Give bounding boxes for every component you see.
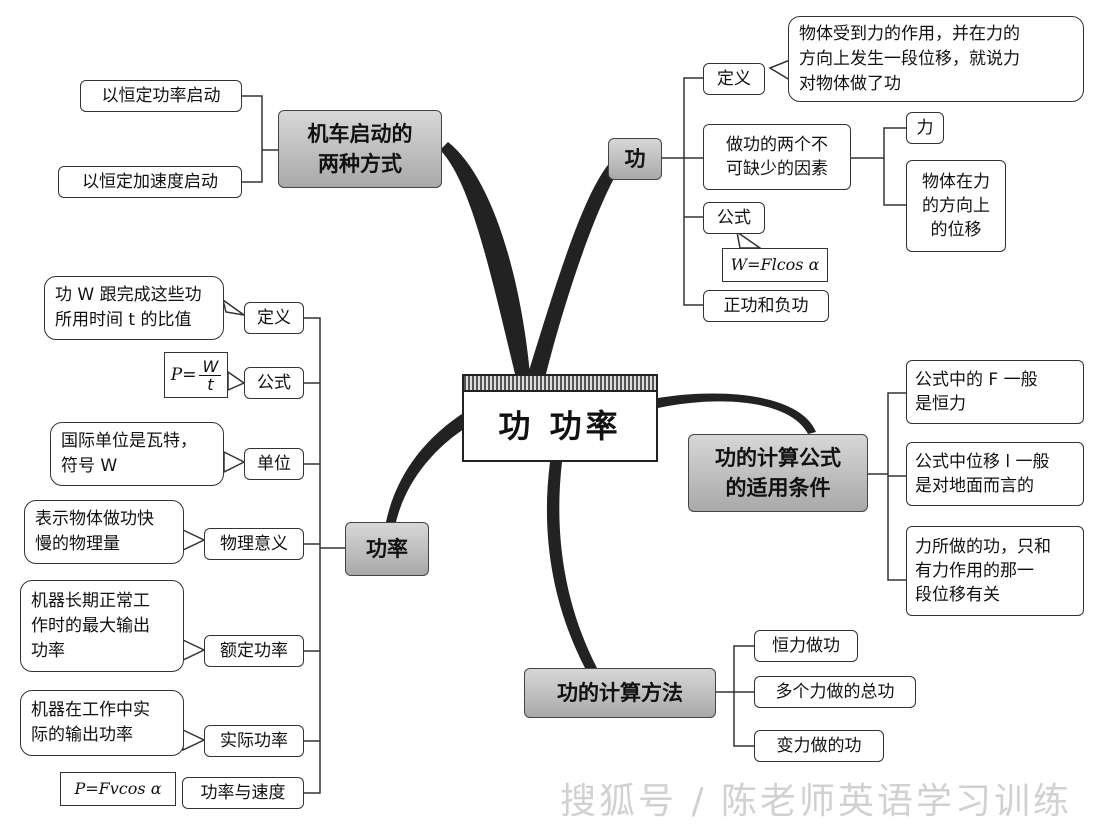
power-unit-line2: 符号 W — [61, 456, 118, 476]
branch-conditions-title-line2: 的适用条件 — [725, 476, 831, 500]
condition-force-segment-line3: 段位移有关 — [915, 585, 1000, 605]
power-formula-fraction: W t — [199, 358, 222, 394]
condition-force-segment: 力所做的功，只和 有力作用的那一 段位移有关 — [906, 526, 1084, 616]
work-factors-line1: 做功的两个不 — [726, 135, 828, 155]
work-factor-displacement: 物体在力 的方向上 的位移 — [906, 160, 1006, 252]
trunk-locomotive — [440, 142, 530, 374]
work-factor-force: 力 — [906, 112, 944, 144]
condition-displacement-ground-line1: 公式中位移 l 一般 — [915, 452, 1050, 472]
power-meaning-line2: 慢的物理量 — [35, 534, 120, 554]
locomotive-constant-acceleration: 以恒定加速度启动 — [58, 166, 242, 198]
work-factor-displacement-line2: 的方向上 — [922, 196, 990, 216]
work-definition-line2: 方向上发生一段位移，就说力 — [799, 48, 1020, 69]
power-meaning-text: 表示物体做功快 慢的物理量 — [24, 500, 184, 564]
power-unit-line1: 国际单位是瓦特， — [61, 431, 197, 451]
power-actual-label: 实际功率 — [204, 725, 304, 757]
power-unit-label: 单位 — [244, 448, 304, 480]
central-topic: 功 功率 — [462, 374, 658, 462]
branch-power: 功率 — [345, 522, 429, 576]
power-definition-label: 定义 — [244, 302, 304, 334]
power-formula-lhs: P= — [170, 365, 197, 385]
power-rated-label: 额定功率 — [204, 635, 304, 667]
method-total-work: 多个力做的总功 — [754, 676, 916, 708]
branch-work-formula-conditions: 功的计算公式 的适用条件 — [688, 434, 868, 512]
central-topic-stripe — [464, 376, 656, 392]
watermark: 搜狐号 / 陈老师英语学习训练 — [560, 781, 1073, 822]
central-topic-title: 功 功率 — [498, 407, 622, 445]
power-velocity-formula: P=Fvcos α — [60, 772, 176, 806]
trunk-methods — [546, 462, 597, 668]
branch-locomotive-title-line1: 机车启动的 — [307, 122, 413, 146]
condition-constant-force-line2: 是恒力 — [915, 394, 966, 414]
power-meaning-line1: 表示物体做功快 — [35, 509, 154, 529]
work-formula-text: W=Flcos α — [722, 248, 828, 282]
power-velocity-label: 功率与速度 — [182, 777, 304, 809]
method-variable-force: 变力做的功 — [754, 730, 884, 762]
power-formula-text: P= W t — [164, 352, 228, 398]
locomotive-constant-power: 以恒定功率启动 — [80, 80, 242, 112]
work-definition-line3: 对物体做了功 — [799, 73, 901, 94]
branch-work: 功 — [608, 138, 662, 180]
condition-force-segment-line1: 力所做的功，只和 — [915, 537, 1051, 557]
power-actual-line2: 际的输出功率 — [31, 725, 133, 745]
power-formula-denominator: t — [207, 374, 214, 394]
work-formula-label: 公式 — [703, 202, 765, 234]
power-rated-line2: 作时的最大输出 — [31, 615, 150, 636]
trunk-work — [528, 160, 620, 374]
power-definition-text: 功 W 跟完成这些功 所用时间 t 的比值 — [44, 276, 224, 340]
work-positive-negative: 正功和负功 — [703, 290, 829, 322]
work-factors-line2: 可缺少的因素 — [726, 159, 828, 179]
branch-conditions-title-line1: 功的计算公式 — [715, 446, 841, 470]
condition-force-segment-line2: 有力作用的那一 — [915, 561, 1034, 581]
power-definition-line1: 功 W 跟完成这些功 — [55, 285, 202, 305]
work-definition-label: 定义 — [703, 63, 765, 95]
work-factor-displacement-line1: 物体在力 — [922, 172, 990, 192]
condition-constant-force-line1: 公式中的 F 一般 — [915, 370, 1038, 390]
power-actual-line1: 机器在工作中实 — [31, 700, 150, 720]
work-factor-displacement-line3: 的位移 — [930, 220, 982, 240]
work-definition-text: 物体受到力的作用，并在力的 方向上发生一段位移，就说力 对物体做了功 — [788, 16, 1084, 102]
branch-work-calculation-methods: 功的计算方法 — [524, 668, 716, 718]
power-unit-text: 国际单位是瓦特， 符号 W — [50, 422, 224, 486]
power-actual-text: 机器在工作中实 际的输出功率 — [20, 690, 184, 756]
method-constant-force: 恒力做功 — [754, 630, 858, 662]
power-definition-line2: 所用时间 t 的比值 — [55, 310, 192, 330]
condition-constant-force: 公式中的 F 一般 是恒力 — [906, 360, 1084, 424]
power-formula-numerator: W — [199, 358, 222, 376]
trunk-conditions — [658, 393, 816, 434]
work-factors-label: 做功的两个不 可缺少的因素 — [703, 124, 851, 190]
condition-displacement-ground-line2: 是对地面而言的 — [915, 476, 1034, 496]
power-rated-text: 机器长期正常工 作时的最大输出 功率 — [20, 580, 184, 672]
branch-locomotive-title-line2: 两种方式 — [318, 152, 402, 176]
trunk-power — [386, 410, 470, 522]
power-rated-line1: 机器长期正常工 — [31, 590, 150, 611]
power-formula-label: 公式 — [244, 367, 304, 399]
power-meaning-label: 物理意义 — [204, 528, 304, 560]
work-definition-line1: 物体受到力的作用，并在力的 — [799, 23, 1020, 44]
condition-displacement-ground: 公式中位移 l 一般 是对地面而言的 — [906, 442, 1084, 506]
power-rated-line3: 功率 — [31, 640, 65, 661]
branch-locomotive-start: 机车启动的 两种方式 — [278, 110, 442, 188]
